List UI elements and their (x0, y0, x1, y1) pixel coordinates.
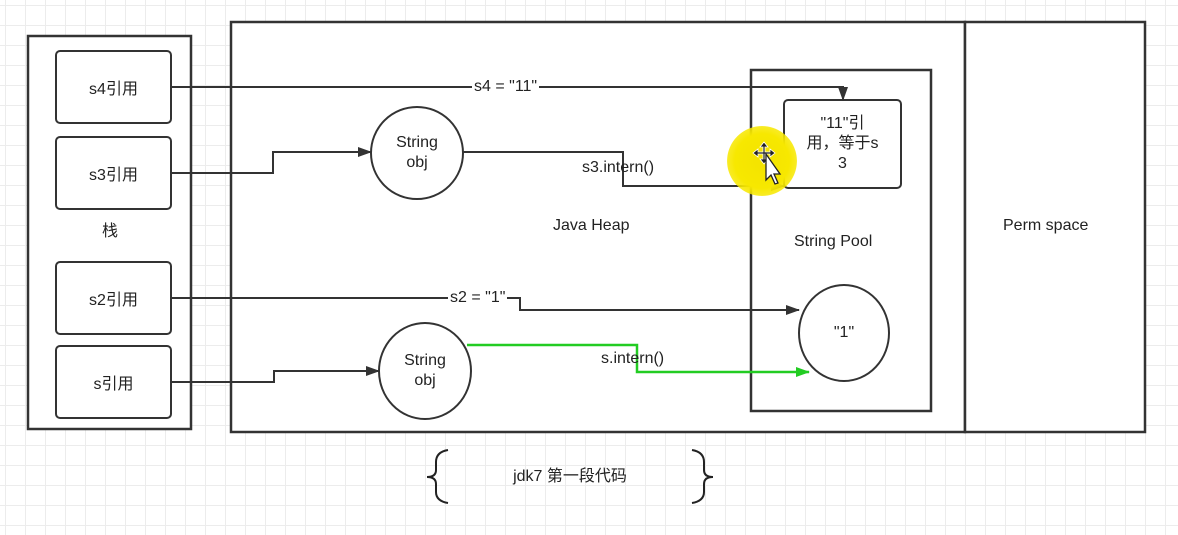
caption-brace-left (426, 449, 449, 504)
edge-s2 (171, 297, 800, 315)
literal-circle[interactable] (798, 284, 890, 382)
literal-label: "1" (833, 324, 855, 341)
edge-s3-to-obj (171, 147, 372, 174)
edge-s3-intern (463, 151, 785, 191)
pool-ref-line1: "11"引 (820, 115, 865, 132)
string-obj-1-line1: String (396, 134, 438, 151)
stack-ref-s3: s3引用 (89, 167, 138, 184)
stack-ref-s: s引用 (93, 376, 134, 393)
string-obj-1-line2: obj (406, 154, 428, 171)
edge-label-s3-intern: s3.intern() (582, 159, 655, 176)
edge-label-s2: s2 = "1" (448, 288, 508, 308)
stack-ref-s2: s2引用 (89, 292, 138, 309)
heap-label: Java Heap (553, 217, 630, 234)
move-cursor-icon (752, 141, 782, 185)
pool-ref-box-label: "11"引 用，等于s 3 (784, 100, 901, 188)
string-obj-1-label: String obj (371, 107, 463, 199)
edge-label-s4: s4 = "11" (472, 77, 540, 97)
perm-frame (963, 20, 1147, 434)
stack-label: 栈 (101, 223, 118, 240)
caption: jdk7 第一段代码 (513, 468, 627, 485)
string-pool-label: String Pool (794, 233, 873, 250)
string-obj-2-line2: obj (414, 372, 436, 389)
edge-label-s-intern: s.intern() (601, 350, 665, 367)
string-obj-2-line1: String (404, 352, 446, 369)
edge-s4 (171, 86, 848, 101)
edge-s-to-obj (171, 366, 380, 383)
pool-ref-line2: 用，等于s (806, 135, 879, 152)
perm-space-label: Perm space (1003, 217, 1089, 234)
string-obj-2-label: String obj (379, 323, 471, 419)
caption-brace-right (691, 449, 714, 504)
edge-s-intern (467, 343, 810, 377)
stack-ref-s4: s4引用 (89, 81, 138, 98)
pool-ref-line3: 3 (838, 155, 847, 172)
